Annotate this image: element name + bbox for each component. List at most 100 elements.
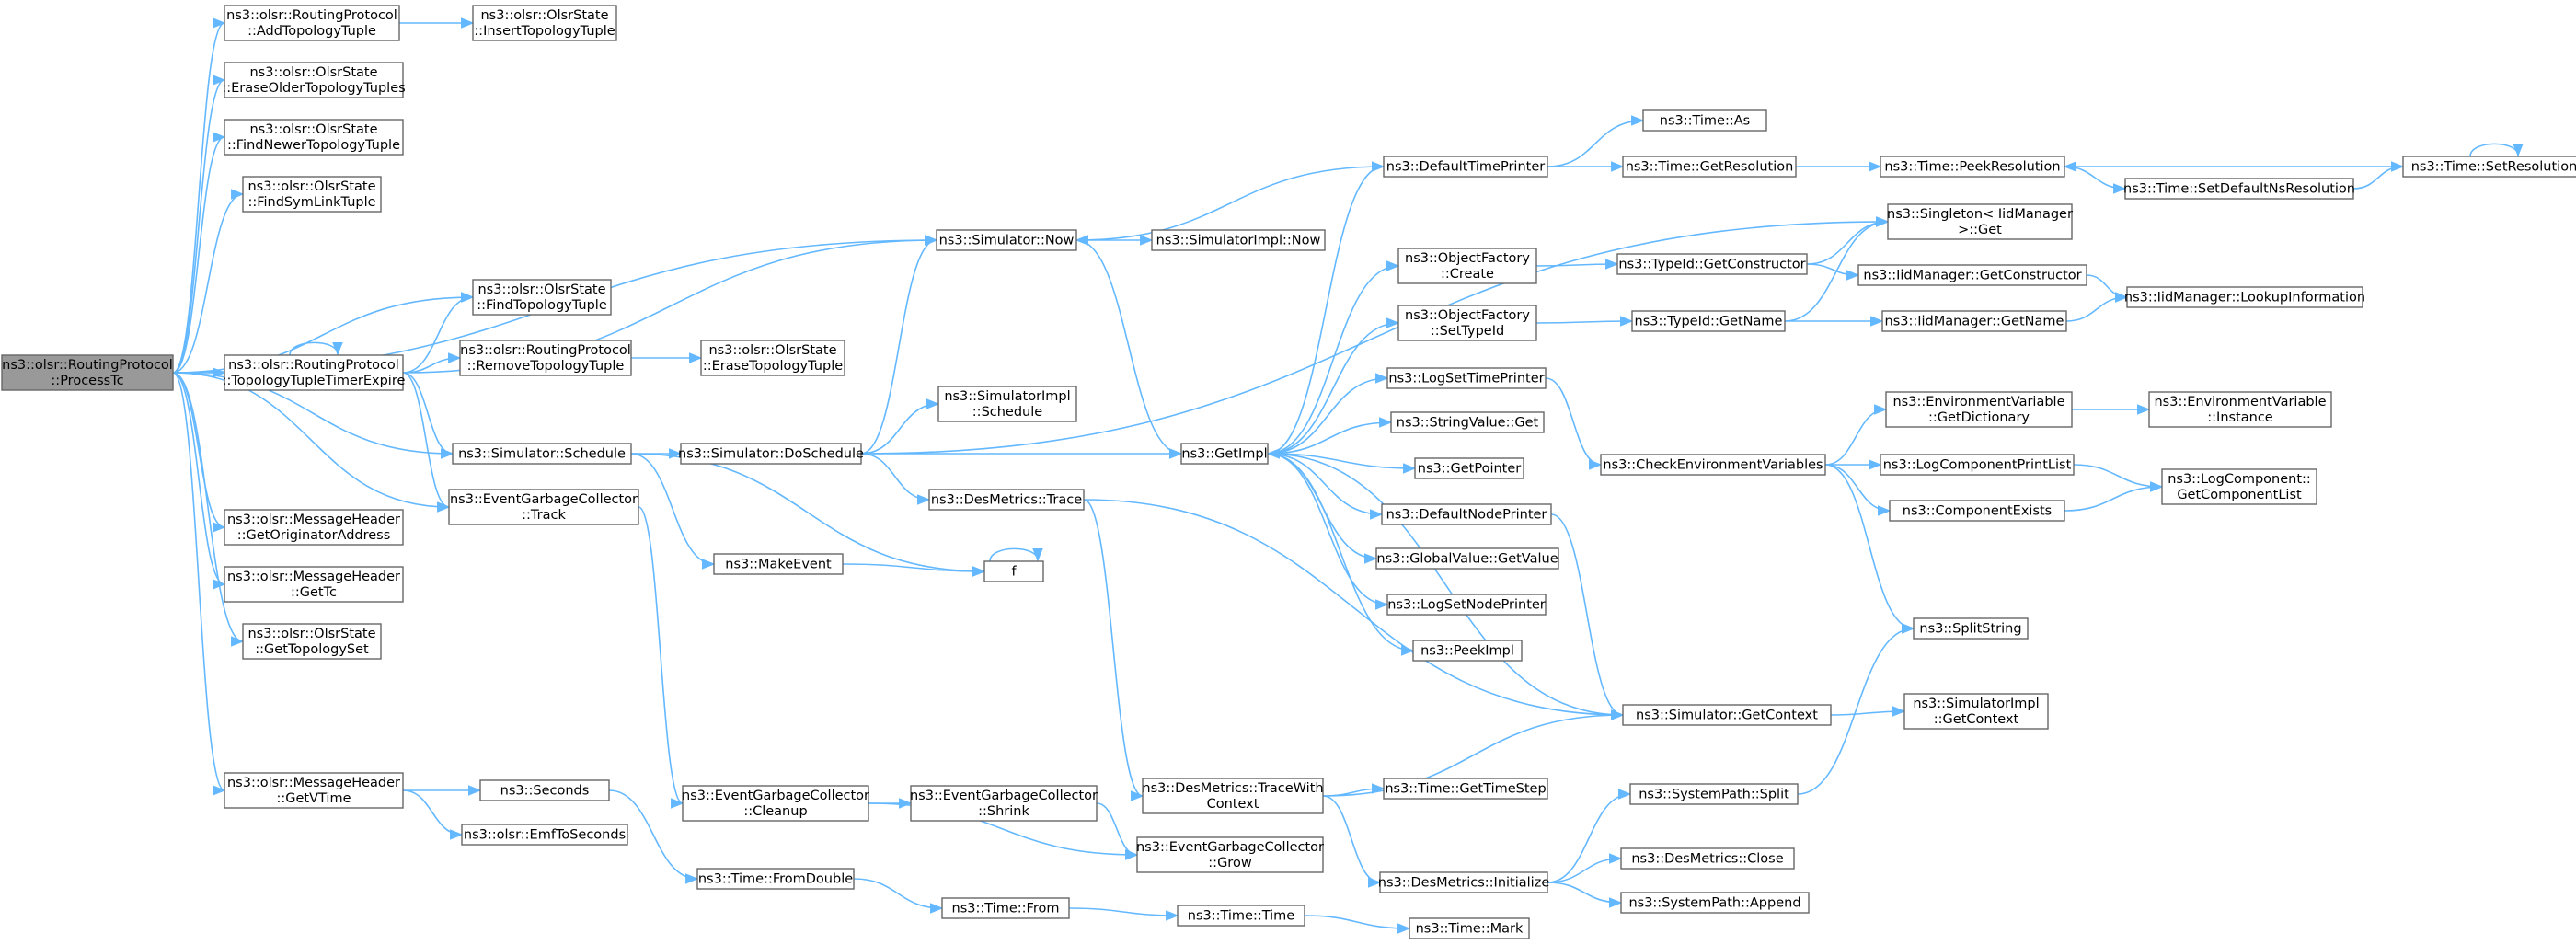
node-peekImpl[interactable]: ns3::PeekImpl <box>1412 640 1523 662</box>
node-findNewer[interactable]: ns3::olsr::OlsrState::FindNewerTopologyT… <box>224 119 404 156</box>
node-logSetTimePrinter[interactable]: ns3::LogSetTimePrinter <box>1386 367 1547 389</box>
node-label: ::FindSymLinkTuple <box>247 195 375 210</box>
node-getOrig[interactable]: ns3::olsr::MessageHeader::GetOriginatorA… <box>224 509 404 546</box>
node-eraseTopo[interactable]: ns3::olsr::OlsrState::EraseTopologyTuple <box>700 340 845 376</box>
node-egcGrow[interactable]: ns3::EventGarbageCollector::Grow <box>1136 836 1324 873</box>
node-label: ns3::Time::From <box>952 902 1060 916</box>
node-label: ns3::Time::Time <box>1188 909 1295 924</box>
node-timeGetTimeStep[interactable]: ns3::Time::GetTimeStep <box>1383 778 1548 800</box>
node-timeTime[interactable]: ns3::Time::Time <box>1177 905 1305 927</box>
node-iidLookup[interactable]: ns3::IidManager::LookupInformation <box>2124 286 2365 308</box>
node-checkEnv[interactable]: ns3::CheckEnvironmentVariables <box>1600 454 1826 476</box>
node-componentExists[interactable]: ns3::ComponentExists <box>1889 500 2065 522</box>
node-box <box>224 62 404 98</box>
node-simSchedule[interactable]: ns3::Simulator::Schedule <box>452 443 632 465</box>
node-removeTopo[interactable]: ns3::olsr::RoutingProtocol::RemoveTopolo… <box>459 340 632 376</box>
node-ofCreate[interactable]: ns3::ObjectFactory::Create <box>1397 248 1537 284</box>
node-doSchedule[interactable]: ns3::Simulator::DoSchedule <box>678 443 864 465</box>
node-timerExpire[interactable]: ns3::olsr::RoutingProtocol::TopologyTupl… <box>223 354 406 391</box>
node-getTopoSet[interactable]: ns3::olsr::OlsrState::GetTopologySet <box>242 623 382 660</box>
node-iidGetCtor[interactable]: ns3::IidManager::GetConstructor <box>1857 264 2087 286</box>
node-timePeekRes[interactable]: ns3::Time::PeekResolution <box>1880 156 2065 178</box>
node-globalValueGet[interactable]: ns3::GlobalValue::GetValue <box>1375 547 1559 570</box>
node-iidGetName[interactable]: ns3::IidManager::GetName <box>1881 310 2067 332</box>
node-emfToSec[interactable]: ns3::olsr::EmfToSeconds <box>461 824 628 846</box>
node-box <box>459 340 632 376</box>
node-timeFromDouble[interactable]: ns3::Time::FromDouble <box>696 868 855 890</box>
node-addTopo[interactable]: ns3::olsr::RoutingProtocol::AddTopologyT… <box>224 5 400 41</box>
node-getTc[interactable]: ns3::olsr::MessageHeader::GetTc <box>224 566 404 603</box>
node-label: ns3::Time::SetResolution <box>2411 160 2576 175</box>
node-spAppend[interactable]: ns3::SystemPath::Append <box>1620 892 1810 914</box>
node-typeIdGetCtor[interactable]: ns3::TypeId::GetConstructor <box>1616 253 1808 275</box>
node-ofSetTypeId[interactable]: ns3::ObjectFactory::SetTypeId <box>1397 305 1537 341</box>
node-seconds[interactable]: ns3::Seconds <box>479 779 610 801</box>
node-label: ns3::Seconds <box>500 784 590 799</box>
node-spSplit[interactable]: ns3::SystemPath::Split <box>1629 783 1799 805</box>
node-simNow[interactable]: ns3::Simulator::Now <box>936 229 1077 251</box>
node-simImplNow[interactable]: ns3::SimulatorImpl::Now <box>1151 229 1326 251</box>
node-timeMark[interactable]: ns3::Time::Mark <box>1409 917 1530 939</box>
node-label: ::Shrink <box>978 804 1029 819</box>
node-singletonGet[interactable]: ns3::Singleton< IidManager>::Get <box>1887 203 2073 240</box>
node-getImpl[interactable]: ns3::GetImpl <box>1180 443 1269 465</box>
node-eraseOlder[interactable]: ns3::olsr::OlsrState::EraseOlderTopology… <box>222 62 406 98</box>
node-getVTime[interactable]: ns3::olsr::MessageHeader::GetVTime <box>224 772 404 809</box>
node-desClose[interactable]: ns3::DesMetrics::Close <box>1620 847 1795 870</box>
node-logSetNodePrinter[interactable]: ns3::LogSetNodePrinter <box>1386 594 1547 616</box>
edge-ofCreate-to-typeIdGetCtor <box>1535 259 1619 270</box>
node-box <box>1631 310 1786 332</box>
node-simGetContext[interactable]: ns3::Simulator::GetContext <box>1622 704 1832 726</box>
node-timeSetRes[interactable]: ns3::Time::SetResolution <box>2402 156 2576 178</box>
edge-makeEvent-to-f <box>842 563 986 577</box>
node-box <box>700 340 845 376</box>
edge-spSplit-to-splitString <box>1797 623 1915 795</box>
node-simImplGetContext[interactable]: ns3::SimulatorImpl::GetContext <box>1903 693 2049 730</box>
node-egcTrack[interactable]: ns3::EventGarbageCollector::Track <box>448 489 639 525</box>
edge-componentExists-to-logCompGetList <box>2064 481 2164 512</box>
node-egcCleanup[interactable]: ns3::EventGarbageCollector::Cleanup <box>682 785 869 822</box>
node-insertTopo[interactable]: ns3::olsr::OlsrState::InsertTopologyTupl… <box>472 5 617 41</box>
node-egcShrink[interactable]: ns3::EventGarbageCollector::Shrink <box>910 785 1098 822</box>
node-getPointer[interactable]: ns3::GetPointer <box>1414 457 1524 479</box>
node-logCompPrintList[interactable]: ns3::LogComponentPrintList <box>1880 454 2075 476</box>
node-box <box>1622 704 1832 726</box>
node-logCompGetList[interactable]: ns3::LogComponent::GetComponentList <box>2161 468 2317 505</box>
node-splitString[interactable]: ns3::SplitString <box>1913 617 2029 640</box>
node-stringValueGet[interactable]: ns3::StringValue::Get <box>1390 411 1545 433</box>
node-defaultNodePrinter[interactable]: ns3::DefaultNodePrinter <box>1381 503 1552 525</box>
node-label: ns3::SimulatorImpl <box>1913 697 2039 711</box>
node-desInit[interactable]: ns3::DesMetrics::Initialize <box>1378 871 1550 893</box>
node-timeGetRes[interactable]: ns3::Time::GetResolution <box>1622 156 1797 178</box>
node-timeSetDefaultNs[interactable]: ns3::Time::SetDefaultNsResolution <box>2123 178 2355 200</box>
node-label: Context <box>1207 797 1259 812</box>
node-f[interactable]: f <box>983 560 1044 582</box>
node-box <box>1386 594 1547 616</box>
edge-typeIdGetName-to-singletonGet <box>1784 216 1890 322</box>
node-envGetDict[interactable]: ns3::EnvironmentVariable::GetDictionary <box>1885 391 2073 428</box>
node-makeEvent[interactable]: ns3::MakeEvent <box>713 553 844 575</box>
edge-checkEnv-to-splitString <box>1824 464 1915 634</box>
edge-iidGetName-to-iidLookup <box>2065 292 2129 322</box>
node-defaultTimePrinter[interactable]: ns3::DefaultTimePrinter <box>1383 156 1548 178</box>
node-label: ns3::IidManager::LookupInformation <box>2124 291 2365 305</box>
node-timeFrom[interactable]: ns3::Time::From <box>941 897 1070 919</box>
node-box <box>910 785 1098 822</box>
node-findSym[interactable]: ns3::olsr::OlsrState::FindSymLinkTuple <box>242 176 382 213</box>
node-envInstance[interactable]: ns3::EnvironmentVariable::Instance <box>2148 391 2332 428</box>
node-typeIdGetName[interactable]: ns3::TypeId::GetName <box>1631 310 1786 332</box>
edge-typeIdGetCtor-to-iidGetCtor <box>1806 263 1860 281</box>
edge-f-to-f <box>989 547 1043 562</box>
node-simImplSchedule[interactable]: ns3::SimulatorImpl::Schedule <box>937 386 1077 422</box>
node-label: ns3::EventGarbageCollector <box>450 492 638 507</box>
edge-desInit-to-spSplit <box>1547 789 1632 883</box>
node-box <box>448 489 639 525</box>
node-findTopo[interactable]: ns3::olsr::OlsrState::FindTopologyTuple <box>472 279 612 316</box>
node-label: ::EraseOlderTopologyTuples <box>222 81 405 96</box>
node-label: ns3::DesMetrics::Trace <box>931 493 1082 508</box>
node-desTrace[interactable]: ns3::DesMetrics::Trace <box>928 489 1085 511</box>
node-box <box>936 229 1077 251</box>
node-root[interactable]: ns3::olsr::RoutingProtocol::ProcessTc <box>1 354 174 391</box>
node-timeAs[interactable]: ns3::Time::As <box>1642 109 1767 132</box>
